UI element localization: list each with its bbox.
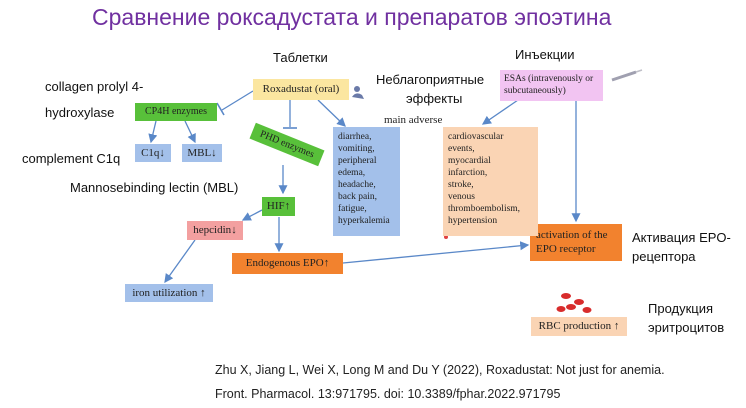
- mbl-box: MBL↓: [182, 144, 222, 162]
- epo-receptor-line1: activation of the: [536, 229, 608, 241]
- rox-adverse-item: hyperkalemia: [338, 216, 390, 226]
- citation-line2: Front. Pharmacol. 13:971795. doi: 10.338…: [215, 387, 561, 401]
- iron-up-arrow: ↑: [200, 287, 206, 299]
- rox-adverse-item: headache,: [338, 180, 376, 190]
- esa-adverse-item: stroke,: [448, 180, 474, 190]
- rbc-production-label: Продукция эритроцитов: [648, 299, 724, 337]
- roxadustat-text: Roxadustat (oral): [262, 83, 340, 95]
- line-cp4h-mbl: [184, 120, 196, 144]
- citation-line1: Zhu X, Jiang L, Wei X, Long M and Du Y (…: [215, 363, 665, 377]
- rbc-up-arrow: ↑: [613, 320, 620, 332]
- c1q-down-arrow: ↓: [159, 147, 165, 159]
- collagen-line2: hydroxylase: [45, 105, 115, 120]
- mbl-down-arrow: ↓: [211, 147, 217, 159]
- esa-adverse-item: venous: [448, 192, 475, 202]
- tablets-label: Таблетки: [273, 50, 328, 65]
- cp4h-box: CP4H enzymes: [135, 103, 217, 121]
- injections-label: Инъекции: [515, 47, 575, 62]
- esas-adverse-box: cardiovascular events, myocardial infarc…: [443, 127, 538, 236]
- mbl-text: MBL: [187, 147, 212, 159]
- line-roxa-cp4h: [221, 90, 254, 111]
- esa-adverse-item: thromboembolism,: [448, 204, 521, 214]
- rox-adverse-item: back pain,: [338, 192, 378, 202]
- epo-activation-line1: Активация EPO-: [632, 230, 731, 245]
- hepcidin-down-arrow: ↓: [231, 224, 237, 236]
- line-esas-adverse: [481, 99, 519, 125]
- hif-text: HIF: [266, 200, 285, 212]
- esa-adverse-item: myocardial: [448, 156, 491, 166]
- rox-adverse-item: peripheral: [338, 156, 377, 166]
- rbc-cells-icon: [556, 293, 592, 313]
- esas-line1: ESAs (intravenously or: [504, 74, 594, 84]
- endogenous-epo-text: Endogenous EPO: [245, 257, 324, 269]
- adverse-effects-label: Неблагоприятные эффекты: [376, 70, 484, 108]
- cp4h-text: CP4H enzymes: [145, 106, 207, 117]
- line-hif-hepcidin: [241, 209, 263, 221]
- page-title: Сравнение роксадустата и препаратов эпоэ…: [92, 4, 612, 30]
- collagen-label: collagen prolyl 4- hydroxylase: [45, 74, 143, 126]
- red-dot: [444, 235, 448, 239]
- iron-utilization-box: iron utilization ↑: [125, 284, 213, 302]
- c1q-box: C1q↓: [135, 144, 171, 162]
- line-cp4h-c1q: [148, 120, 158, 144]
- hepcidin-box: hepcidin↓: [187, 221, 243, 240]
- esa-adverse-item: events,: [448, 144, 475, 154]
- adverse-effects-line1: Неблагоприятные: [376, 72, 485, 87]
- pill-hand-icon: [352, 86, 364, 99]
- line-roxa-adverse: [317, 99, 346, 127]
- roxadustat-box: Roxadustat (oral): [253, 79, 349, 100]
- iron-text: iron utilization: [132, 287, 198, 299]
- syringe-icon: [611, 69, 643, 82]
- roxadustat-adverse-box: diarrhea, vomiting, peripheral edema, he…: [333, 127, 400, 236]
- endogenous-epo-box: Endogenous EPO↑: [232, 253, 343, 274]
- line-hepcidin-iron: [164, 239, 196, 284]
- inhibit-bar-cp4h: [216, 102, 225, 116]
- esas-box: ESAs (intravenously or subcutaneously): [500, 70, 603, 101]
- line-epo-receptor: [342, 241, 530, 264]
- esas-line2: subcutaneously): [504, 86, 566, 96]
- esa-adverse-item: infarction,: [448, 168, 488, 178]
- hepcidin-text: hepcidin: [193, 224, 232, 236]
- esa-adverse-item: hypertension: [448, 216, 498, 226]
- complement-label: complement C1q: [22, 151, 121, 166]
- collagen-line1: collagen prolyl 4-: [45, 79, 144, 94]
- epo-receptor-line2: EPO receptor: [536, 243, 596, 255]
- hif-box: HIF↑: [262, 197, 295, 216]
- adverse-effects-line2: эффекты: [406, 91, 463, 106]
- hif-up-arrow: ↑: [284, 200, 291, 212]
- rox-adverse-item: vomiting,: [338, 144, 375, 154]
- c1q-text: C1q: [141, 147, 160, 159]
- rbc-production-line1: Продукция: [648, 301, 714, 316]
- rbc-text: RBC production: [538, 320, 612, 332]
- rbc-production-box: RBC production ↑: [531, 317, 627, 336]
- epo-activation-line2: рецептора: [632, 249, 696, 264]
- rox-adverse-item: edema,: [338, 168, 366, 178]
- epo-receptor-box: activation of the EPO receptor: [530, 224, 622, 261]
- mannose-label: Mannosebinding lectin (MBL): [70, 180, 239, 195]
- main-adverse-label: main adverse: [384, 114, 443, 126]
- rbc-production-line2: эритроцитов: [648, 320, 725, 335]
- rox-adverse-item: fatigue,: [338, 204, 367, 214]
- epo-activation-label: Активация EPO- рецептора: [632, 228, 731, 266]
- rox-adverse-item: diarrhea,: [338, 132, 372, 142]
- epo-up-arrow: ↑: [323, 257, 330, 269]
- esa-adverse-item: cardiovascular: [448, 132, 504, 142]
